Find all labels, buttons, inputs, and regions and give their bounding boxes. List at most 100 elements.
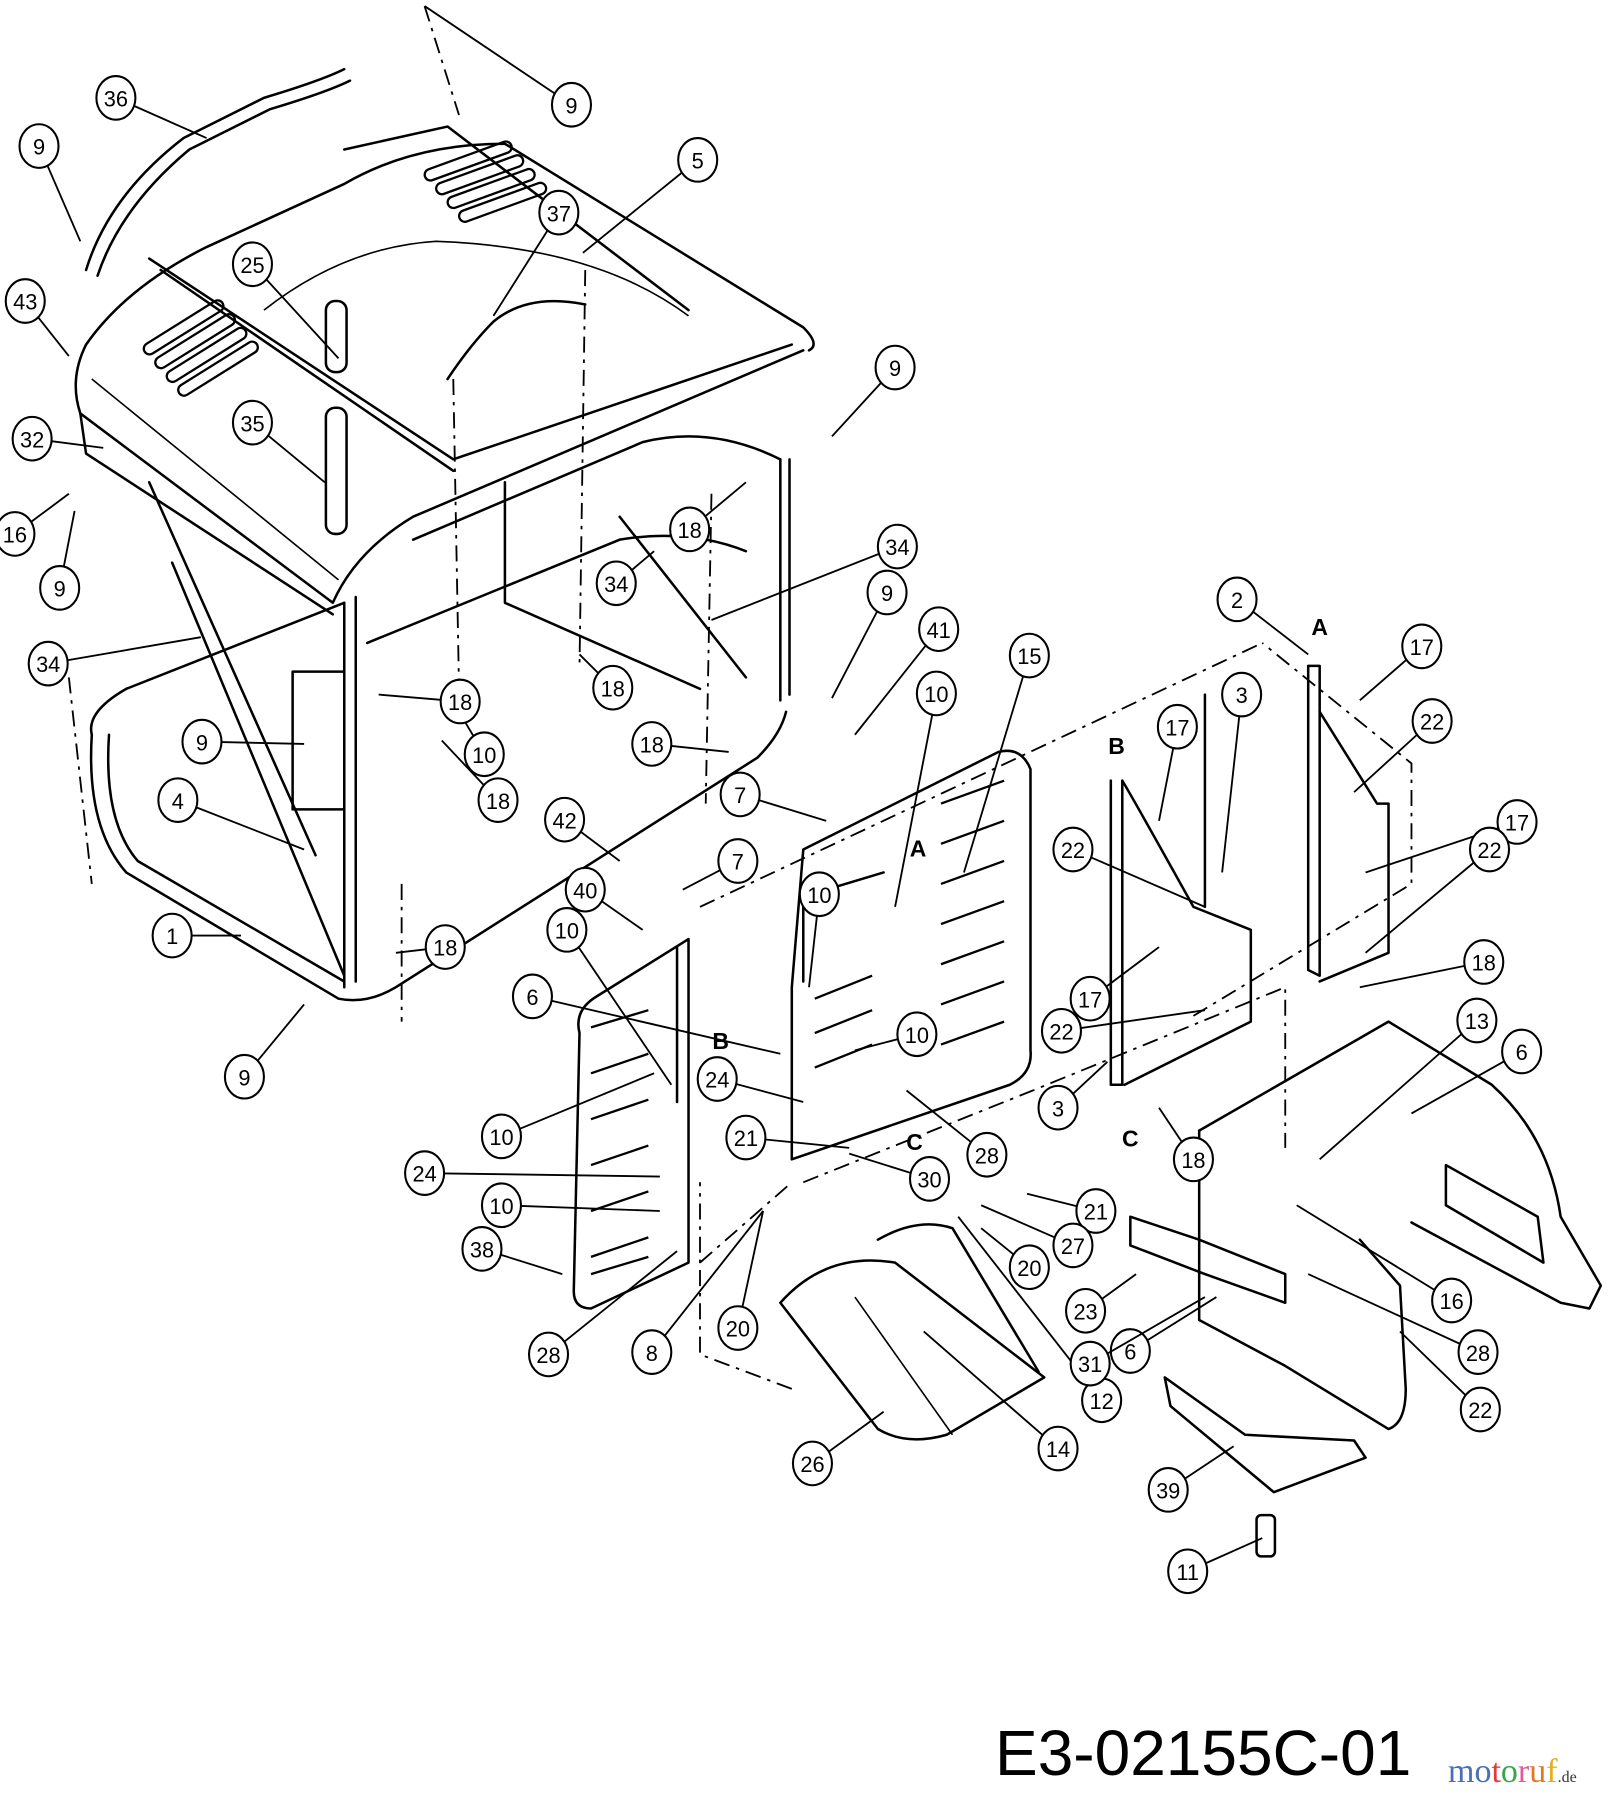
leader-arrow — [1026, 1192, 1078, 1208]
callout-number: 3 — [1236, 683, 1248, 708]
callout-number: 35 — [240, 411, 264, 436]
callout-number: 28 — [975, 1143, 999, 1168]
callout-circle — [908, 1156, 951, 1202]
callout-circle — [27, 640, 69, 687]
callout-circle — [1167, 1548, 1209, 1595]
leader-arrow — [551, 999, 781, 1055]
callout-circle — [231, 399, 273, 446]
callout-number: 13 — [1465, 1009, 1489, 1034]
callout-circle — [0, 511, 36, 557]
leader-arrow — [133, 104, 207, 139]
callout-circle — [1008, 632, 1050, 679]
callout-circle — [1459, 1386, 1501, 1433]
leader-arrow — [758, 799, 827, 822]
leader-arrow — [1080, 1009, 1206, 1029]
leader-arrow — [264, 278, 340, 359]
leader-arrow — [735, 1083, 804, 1103]
side-panel-left — [572, 937, 690, 1310]
leader-arrow — [905, 1089, 973, 1144]
callout-circle — [1468, 826, 1511, 873]
callout-number: 40 — [573, 878, 597, 903]
side-panel-right — [790, 749, 1032, 1161]
callout-18: 18 — [578, 653, 634, 711]
callout-7: 7 — [719, 771, 827, 822]
callout-37: 37 — [492, 189, 580, 317]
exploded-assembly-drawing — [67, 5, 1603, 1558]
callout-17: 17 — [1359, 623, 1443, 702]
callout-43: 43 — [4, 278, 70, 357]
callout-number: 18 — [1472, 951, 1496, 976]
callout-number: 18 — [1181, 1148, 1205, 1173]
callout-9: 9 — [831, 344, 916, 438]
callout-18: 18 — [631, 721, 729, 767]
callout-circle — [18, 123, 60, 169]
leader-arrow — [221, 741, 305, 745]
leader-arrow — [711, 552, 880, 621]
callout-number: 34 — [885, 535, 909, 560]
leader-arrow — [682, 869, 721, 891]
watermark-letter: u — [1529, 1753, 1547, 1790]
callout-number: 37 — [547, 201, 571, 226]
callout-number: 7 — [734, 783, 746, 808]
leader-arrow — [827, 1411, 885, 1453]
callout-number: 4 — [172, 789, 184, 814]
callout-circle — [538, 189, 580, 236]
callout-circle — [463, 731, 505, 778]
callout-circle — [1037, 1084, 1079, 1131]
leader-arrow — [1158, 1107, 1184, 1144]
leader-arrow — [519, 1072, 655, 1130]
callout-17: 17 — [1156, 703, 1198, 821]
callout-number: 14 — [1046, 1437, 1070, 1462]
callout-number: 17 — [1410, 635, 1434, 660]
callout-9: 9 — [39, 510, 81, 611]
callout-number: 24 — [412, 1162, 436, 1187]
watermark-letter: t — [1491, 1753, 1501, 1790]
callout-number: 6 — [1124, 1340, 1136, 1365]
callout-circle — [1065, 1287, 1107, 1334]
leader-arrow — [579, 830, 621, 862]
callout-42: 42 — [544, 796, 621, 862]
section-letter-c: C — [906, 1129, 923, 1155]
callout-circle — [11, 415, 53, 462]
callout-number: 34 — [604, 572, 628, 597]
leader-arrow — [582, 171, 684, 254]
callout-number: 25 — [240, 253, 264, 278]
leader-arrow — [266, 434, 326, 484]
callout-2: 2 — [1216, 576, 1309, 656]
hood-vent-right — [423, 140, 548, 223]
leader-arrow — [630, 550, 655, 572]
brackets — [1109, 664, 1390, 1087]
callout-circle — [39, 565, 81, 611]
fender — [779, 1223, 1046, 1441]
callout-40: 40 — [564, 866, 644, 931]
callout-circle — [404, 1150, 446, 1196]
leader-arrow — [51, 440, 104, 449]
callout-32: 32 — [11, 415, 104, 462]
callout-number: 18 — [640, 733, 664, 758]
callout-circle — [461, 1226, 503, 1272]
callout-number: 22 — [1468, 1398, 1492, 1423]
leader-arrow — [671, 745, 729, 753]
callout-22: 22 — [1353, 698, 1453, 793]
callout-number: 17 — [1078, 987, 1102, 1012]
callout-number: 18 — [486, 789, 510, 814]
callout-34: 34 — [711, 523, 918, 621]
callout-circle — [915, 670, 957, 717]
callout-circle — [544, 796, 586, 843]
callout-14: 14 — [923, 1330, 1079, 1472]
callout-16: 16 — [0, 493, 70, 557]
leader-arrow — [894, 712, 934, 908]
callout-17: 17 — [1069, 946, 1160, 1022]
leader-arrow — [980, 1227, 1015, 1256]
callout-24: 24 — [696, 1056, 804, 1103]
callout-number: 17 — [1165, 715, 1189, 740]
leader-arrow — [963, 673, 1025, 873]
callout-circle — [1069, 1340, 1111, 1387]
callout-38: 38 — [461, 1226, 563, 1275]
callout-number: 5 — [692, 148, 704, 173]
callout-number: 20 — [726, 1317, 750, 1342]
callout-22: 22 — [1399, 1330, 1501, 1433]
callout-number: 23 — [1073, 1299, 1097, 1324]
callout-circle — [631, 1329, 673, 1375]
callout-20: 20 — [717, 1210, 765, 1351]
